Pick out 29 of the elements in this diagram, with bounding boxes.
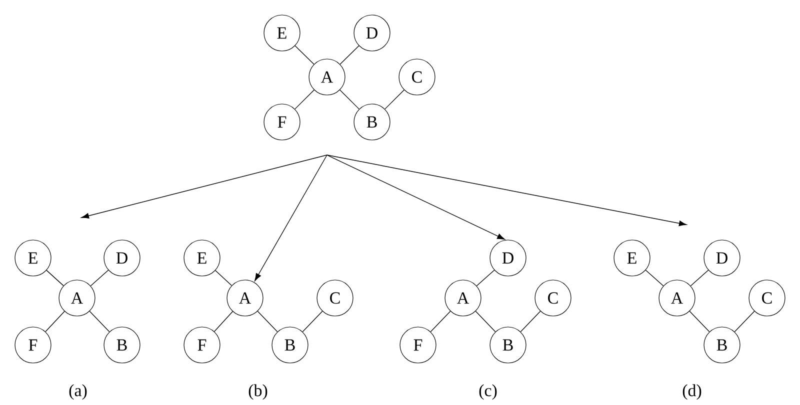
caption-label: (c) [479, 384, 497, 400]
caption-label: (b) [248, 384, 268, 400]
tree-edge [46, 270, 64, 286]
arrow [254, 154, 328, 282]
tree-edge [520, 310, 541, 332]
tree-edge [90, 270, 109, 286]
tree-edge [475, 310, 496, 332]
tree-edge [384, 90, 404, 110]
tree-edge [340, 90, 360, 110]
tree-edge [690, 270, 709, 286]
tree-edge [689, 310, 710, 332]
tree-edge [340, 45, 360, 65]
tree-edge [294, 45, 314, 65]
tree-edge [476, 270, 495, 286]
tree-edge [734, 310, 755, 332]
caption-label: (d) [682, 384, 702, 400]
tree-edge [294, 90, 314, 110]
tree-edge [645, 270, 664, 286]
tree-edge [45, 311, 65, 332]
tree-edge [302, 310, 323, 332]
tree-edge [214, 311, 233, 332]
arrow [326, 154, 505, 240]
tree-edge [430, 310, 451, 332]
tree-edge [89, 310, 110, 332]
tree-edge [257, 310, 278, 332]
tree-edge [215, 270, 232, 286]
arrow [81, 154, 328, 219]
caption-label: (a) [69, 384, 87, 400]
arrow [326, 154, 687, 226]
